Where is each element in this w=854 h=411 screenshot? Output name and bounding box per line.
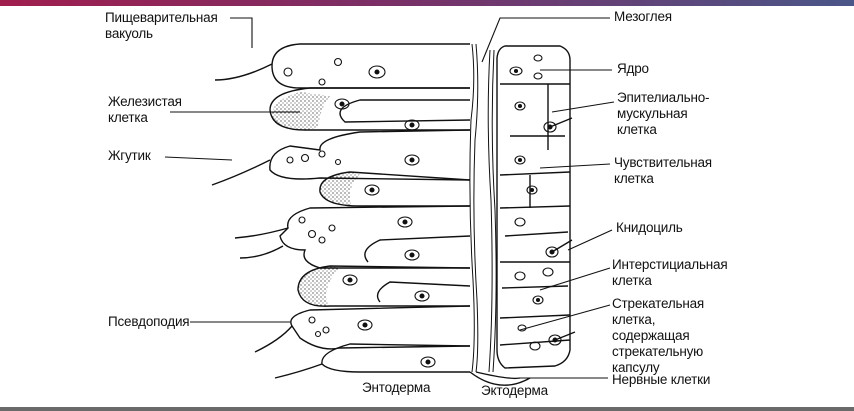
label-nerve-cells: Нервные клетки — [612, 372, 711, 387]
label-epithelial-muscle-cell: Эпителиально- мускульная клетка — [617, 90, 710, 138]
label-pseudopodium: Псевдоподия — [108, 314, 190, 329]
label-line: клетка — [617, 122, 657, 137]
endoderm-cells — [211, 43, 471, 379]
label-line: Стрекательная — [612, 296, 705, 311]
label-flagellum: Жгутик — [108, 148, 151, 163]
label-line: Чувствительная — [614, 155, 712, 170]
label-line: клетка, — [612, 312, 656, 327]
leader-lines — [164, 17, 615, 379]
label-line: Пищеварительная — [105, 10, 218, 25]
label-line: клетка — [108, 110, 148, 125]
label-line: содержащая — [612, 328, 690, 343]
label-line: клетка — [612, 273, 652, 288]
label-line: вакуоль — [105, 26, 153, 41]
label-cnidocil: Книдоциль — [616, 220, 683, 235]
mesoglea-layer — [469, 43, 497, 373]
label-line: Железистая — [108, 94, 182, 109]
label-ectoderm: Эктодерма — [481, 383, 548, 398]
label-line: Интерстициальная — [612, 257, 728, 272]
label-line: Эпителиально- — [617, 90, 710, 105]
label-line: мускульная — [617, 106, 688, 121]
label-line: клетка — [614, 171, 654, 186]
label-interstitial-cell: Интерстициальная клетка — [612, 257, 728, 289]
label-line: капсулу — [612, 360, 660, 375]
label-sensory-cell: Чувствительная клетка — [614, 155, 712, 187]
label-nucleus: Ядро — [617, 61, 649, 76]
label-glandular-cell: Железистая клетка — [108, 94, 182, 126]
bottom-divider — [0, 407, 854, 411]
ectoderm-cells — [469, 45, 576, 386]
label-digestive-vacuole: Пищеварительная вакуоль — [105, 10, 218, 42]
label-mesoglea: Мезоглея — [614, 9, 672, 24]
label-line: стрекательную — [612, 344, 704, 359]
label-stinging-cell: Стрекательная клетка, содержащая стрекат… — [612, 296, 704, 376]
top-accent-bar — [0, 0, 854, 6]
label-endoderm: Энтодерма — [362, 380, 431, 395]
